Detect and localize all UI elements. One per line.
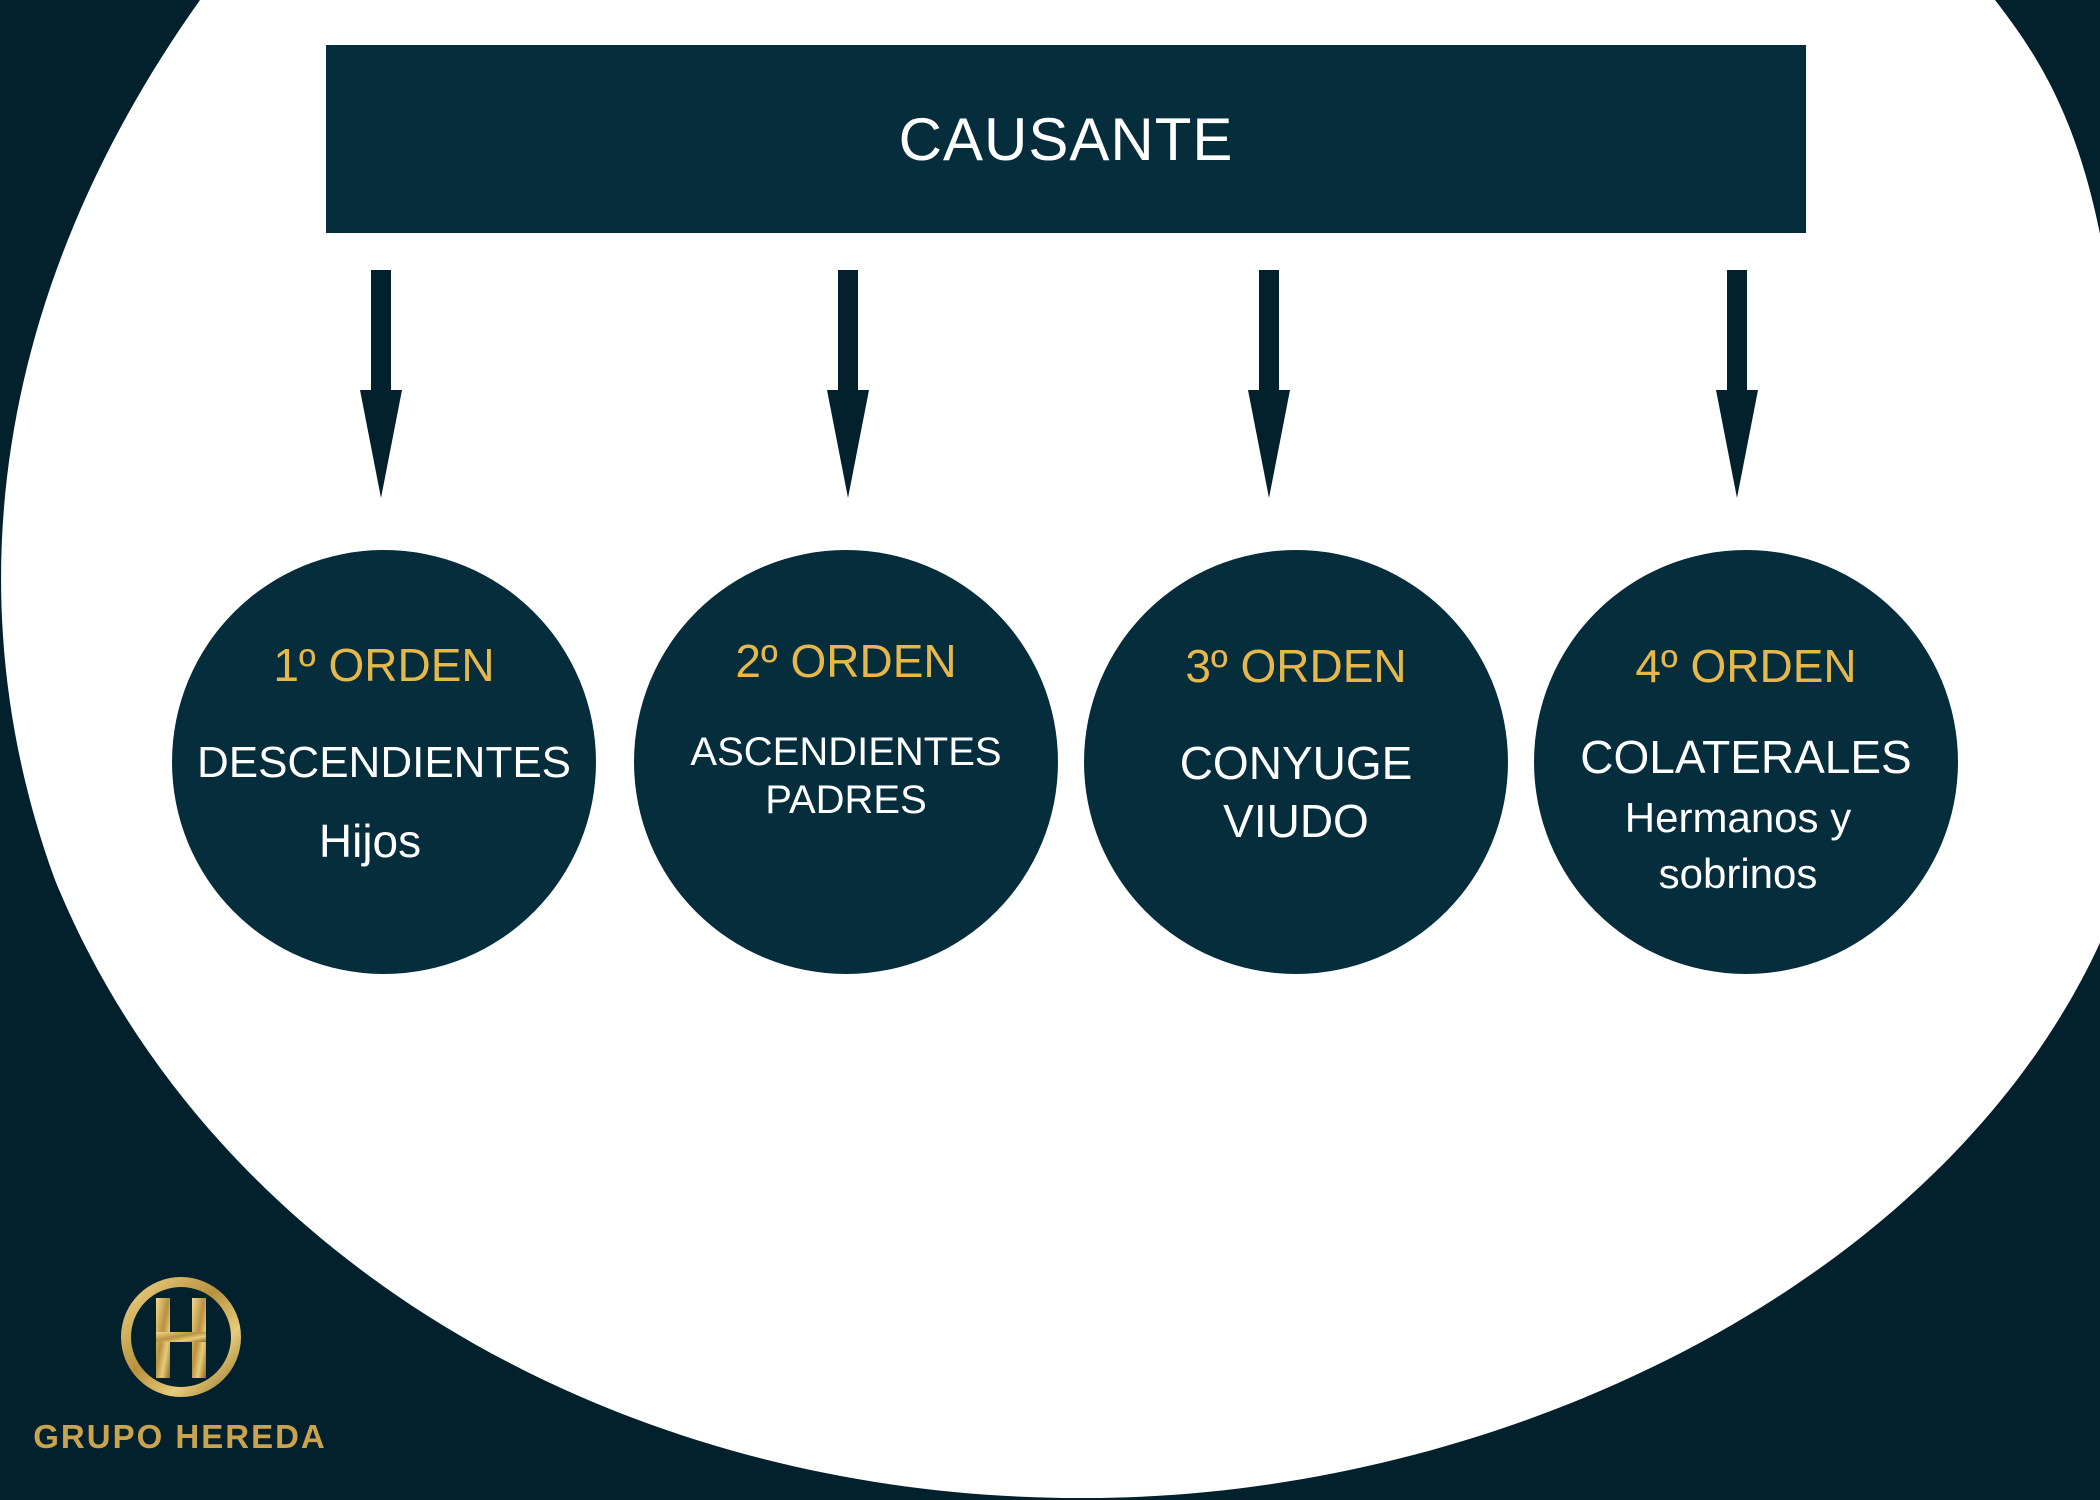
order-node-title: 1º ORDEN — [273, 639, 495, 691]
order-node-3: 3º ORDEN CONYUGE VIUDO — [1084, 550, 1508, 974]
order-node-category: DESCENDIENTES — [196, 738, 572, 787]
arrow-to-order-3 — [1248, 270, 1290, 498]
order-node-2: 2º ORDEN ASCENDIENTES PADRES — [634, 550, 1058, 974]
hereda-h-logo-icon — [121, 1277, 241, 1397]
arrow-to-order-4 — [1716, 270, 1758, 498]
order-node-detail-2: sobrinos — [1658, 850, 1818, 897]
order-node-category: ASCENDIENTES — [690, 730, 1002, 774]
order-node-category: COLATERALES — [1580, 731, 1912, 783]
brand-logo: GRUPO HEREDA — [30, 1268, 330, 1468]
arrow-to-order-1 — [360, 270, 402, 498]
order-node-category: CONYUGE — [1179, 737, 1413, 789]
order-node-4: 4º ORDEN COLATERALES Hermanos y sobrinos — [1534, 550, 1958, 974]
order-node-detail: Hermanos y — [1624, 794, 1852, 841]
order-node-title: 4º ORDEN — [1635, 640, 1857, 692]
order-node-detail: PADRES — [765, 778, 927, 822]
order-node-detail: Hijos — [318, 815, 422, 867]
root-node-causante: CAUSANTE — [326, 45, 1806, 233]
order-node-detail: VIUDO — [1223, 795, 1369, 847]
order-node-title: 3º ORDEN — [1185, 640, 1407, 692]
order-node-1: 1º ORDEN DESCENDIENTES Hijos — [172, 550, 596, 974]
brand-name: GRUPO HEREDA — [33, 1418, 327, 1455]
arrow-to-order-2 — [827, 270, 869, 498]
order-node-title: 2º ORDEN — [735, 635, 957, 687]
root-node-label: CAUSANTE — [898, 105, 1234, 173]
